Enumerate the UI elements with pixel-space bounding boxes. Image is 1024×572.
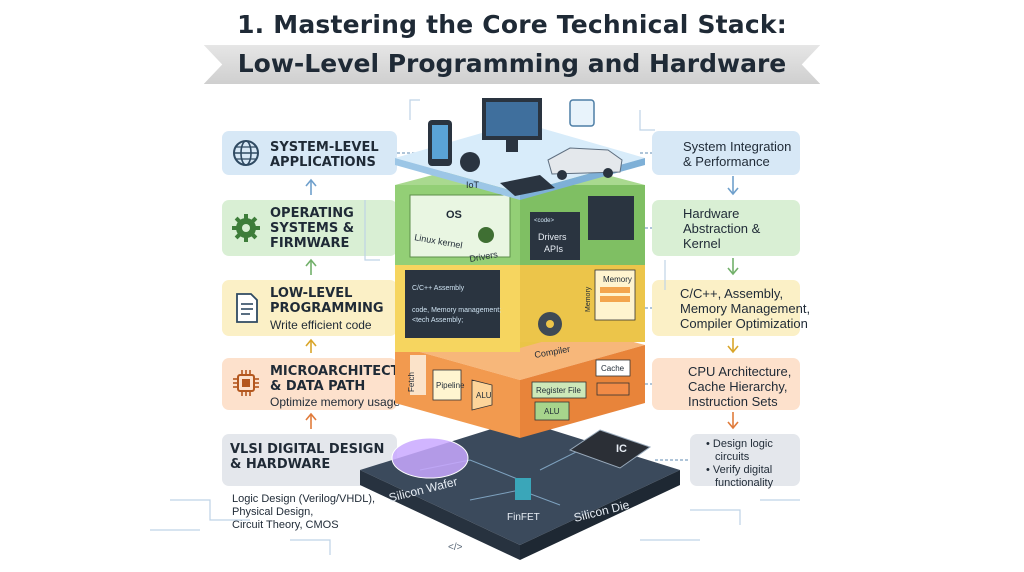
right-box-1 (652, 131, 800, 175)
svg-text:Register File: Register File (536, 386, 581, 395)
right-box-4 (652, 358, 800, 410)
layer-4-title: MICROARCHITECTURE& DATA PATH (270, 364, 429, 394)
svg-text:OS: OS (446, 209, 462, 221)
svg-text:ALU: ALU (476, 391, 492, 400)
chip-icon (233, 370, 259, 396)
svg-text:C/C++ Assembly: C/C++ Assembly (412, 285, 465, 292)
svg-text:ALU: ALU (544, 407, 560, 416)
title-banner: Low-Level Programming and Hardware (203, 45, 821, 84)
svg-text:Memory: Memory (585, 286, 592, 312)
title-line-1: 1. Mastering the Core Technical Stack: (237, 10, 787, 39)
layer-5-title: VLSI DIGITAL DESIGN& HARDWARE (230, 442, 385, 472)
finfet-label: FinFET (507, 512, 540, 523)
right-text-5: • Design logic circuits • Verify digital… (706, 438, 774, 489)
right-text-4: CPU Architecture,Cache Hierarchy,Instruc… (688, 364, 792, 409)
right-text-1: System Integration& Performance (683, 139, 792, 169)
wifi-icon (460, 152, 480, 172)
svg-text:Memory: Memory (603, 275, 632, 284)
right-text-3: C/C++, Assembly,Memory Management,Compil… (680, 286, 811, 331)
svg-text:Fetch: Fetch (407, 372, 416, 392)
svg-text:IoT: IoT (466, 180, 480, 190)
car-icon (547, 147, 623, 175)
svg-text:APIs: APIs (544, 244, 564, 254)
svg-text:Drivers: Drivers (538, 232, 567, 242)
right-box-5 (690, 434, 800, 486)
svg-text:Cache: Cache (601, 364, 625, 373)
circuit-traces (150, 99, 800, 555)
svg-text:<tech Assembly;: <tech Assembly; (412, 317, 463, 324)
layer-4-subtitle: Optimize memory usage (270, 395, 401, 409)
layer-3-subtitle: Write efficient code (270, 318, 372, 332)
title-area: 1. Mastering the Core Technical Stack: L… (0, 10, 1024, 84)
right-box-2 (652, 200, 800, 256)
right-box-3 (652, 280, 800, 336)
svg-text:code, Memory management;: code, Memory management; (412, 307, 501, 314)
svg-text:Drivers: Drivers (469, 249, 499, 264)
bottom-notes: Logic Design (Verilog/VHDL),Physical Des… (232, 493, 376, 531)
globe-icon (233, 140, 259, 166)
left-box-micro (222, 358, 397, 410)
fetch-block (410, 355, 426, 395)
code-tag-label: </> (448, 542, 463, 553)
gear-icon (232, 214, 260, 242)
document-icon (236, 293, 258, 323)
ic-label: IC (616, 443, 627, 455)
svg-text:Pipeline: Pipeline (436, 381, 465, 390)
svg-text:<code>: <code> (534, 218, 555, 224)
